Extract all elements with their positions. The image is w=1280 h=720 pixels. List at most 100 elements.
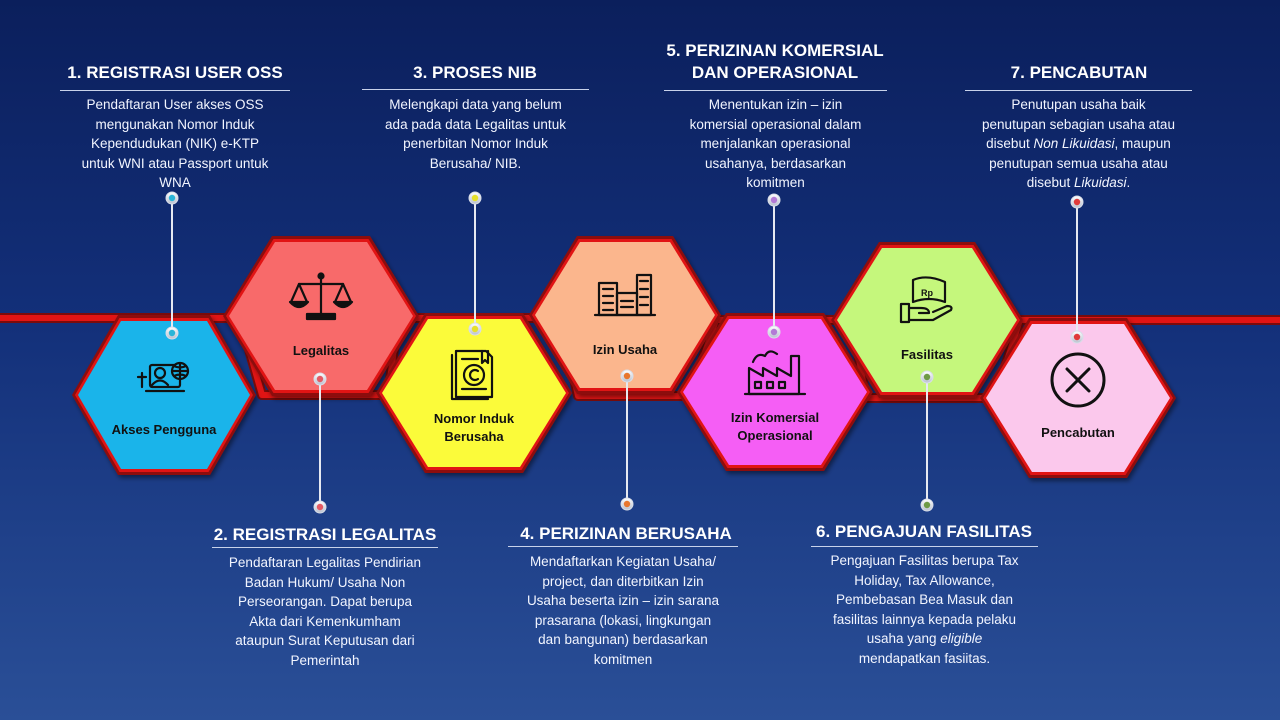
user-computer-globe-icon — [136, 361, 190, 393]
italic-term: Non Likuidasi — [1033, 136, 1115, 151]
heading-underline — [362, 89, 589, 90]
text-segment: ataupun Surat Keputusan dari — [235, 633, 415, 648]
hexagon-label-line: Akses Pengguna — [111, 422, 217, 437]
hexagon-step-6: Rp — [831, 242, 1023, 398]
text-segment: disebut — [1026, 175, 1074, 190]
text-segment: Pendaftaran User akses OSS — [86, 97, 264, 112]
text-segment: penutupan semua usaha atau — [989, 155, 1168, 171]
pin-dot — [923, 501, 931, 509]
text-segment: komitmen — [746, 175, 805, 190]
text-segment: Pemerintah — [290, 652, 360, 668]
text-segment: Usaha beserta izin – izin sarana — [526, 593, 720, 608]
hexagon-step-4 — [529, 236, 721, 394]
step-4-description: Mendaftarkan Kegiatan Usaha/project, dan… — [498, 552, 748, 669]
heading-line: DAN OPERASIONAL — [691, 63, 859, 82]
pin-dot — [316, 503, 324, 511]
text-segment: usahanya, berdasarkan — [704, 155, 847, 171]
step-6-heading: 6. PENGAJUAN FASILITAS — [808, 521, 1040, 543]
description-line: Usaha beserta izin – izin sarana — [498, 591, 748, 611]
hexagon-fill — [78, 321, 250, 469]
step-7-heading: 7. PENCABUTAN — [965, 62, 1193, 84]
hexagon-row: Rp — [72, 236, 1176, 478]
text-segment: Perseorangan. Dapat berupa — [237, 594, 413, 609]
description-line: Perseorangan. Dapat berupa — [202, 592, 448, 612]
text-segment: mendapatkan fasiitas. — [858, 650, 991, 666]
description-line: menjalankan operasional — [654, 134, 897, 154]
description-line: Menentukan izin – izin — [654, 95, 897, 115]
description-line: disebut Non Likuidasi, maupun — [955, 134, 1202, 154]
connector-step-4 — [620, 369, 634, 511]
heading-line: 4. PERIZINAN BERUSAHA — [520, 524, 732, 543]
step-4-heading: 4. PERIZINAN BERUSAHA — [508, 523, 744, 545]
text-segment: Holiday, Tax Allowance, — [854, 572, 995, 588]
text-segment: untuk WNI atau Passport untuk — [81, 155, 269, 171]
description-line: penerbitan Nomor Induk — [352, 134, 599, 154]
text-segment: Badan Hukum/ Usaha Non — [244, 574, 406, 590]
text-segment: Pendaftaran Legalitas Pendirian — [228, 555, 422, 570]
heading-line: 7. PENCABUTAN — [1010, 63, 1148, 82]
description-line: mendapatkan fasiitas. — [801, 649, 1048, 669]
description-line: komersial operasional dalam — [654, 115, 897, 135]
text-segment: komitmen — [593, 651, 653, 667]
text-segment: penerbitan Nomor Induk — [403, 136, 548, 151]
text-segment: , maupun — [1114, 136, 1171, 151]
pin-dot — [1073, 198, 1081, 206]
description-line: ada pada data Legalitas untuk — [352, 115, 599, 135]
hexagon-label-line: Operasional — [737, 428, 813, 443]
step-1-description: Pendaftaran User akses OSS mengunakan Nom… — [50, 95, 300, 193]
description-line: usahanya, berdasarkan — [654, 154, 897, 174]
text-segment: mengunakan Nomor Induk — [95, 116, 255, 132]
hexagon-label-line: Fasilitas — [900, 347, 954, 362]
text-segment: WNA — [159, 175, 191, 190]
step-2-heading: 2. REGISTRASI LEGALITAS — [210, 524, 440, 546]
hexagon-label-2: Legalitas — [251, 342, 391, 360]
description-line: usaha yang eligible — [801, 629, 1048, 649]
description-line: Pendaftaran User akses OSS — [50, 95, 300, 115]
text-segment: project, dan diterbitkan Izin — [542, 573, 704, 589]
hexagon-label-line: Izin Komersial — [730, 410, 820, 425]
text-segment: Akta dari Kemenkumham — [249, 613, 401, 629]
circle-x-icon — [1050, 352, 1106, 408]
hexagon-label-line: Legalitas — [292, 343, 350, 358]
heading-underline — [965, 90, 1192, 91]
text-segment: menjalankan operasional — [700, 136, 851, 151]
italic-term: Likuidasi — [1074, 175, 1127, 190]
factory-icon — [743, 350, 807, 396]
hexagon-label-line: Pencabutan — [1041, 425, 1115, 440]
description-line: komitmen — [654, 173, 897, 193]
hexagon-label-line: Berusaha — [444, 429, 504, 444]
description-line: Berusaha/ NIB. — [352, 154, 599, 174]
pin-dot — [471, 325, 479, 333]
connector-step-6 — [920, 370, 934, 512]
heading-line: 3. PROSES NIB — [413, 63, 537, 82]
hexagon-label-line: Izin Usaha — [592, 342, 658, 357]
connector-step-5 — [767, 193, 781, 339]
description-line: penutupan sebagian usaha atau — [955, 115, 1202, 135]
pin-dot — [623, 372, 631, 380]
hexagon-label-7: Pencabutan — [1008, 424, 1148, 442]
description-line: WNA — [50, 173, 300, 193]
pin-dot — [1073, 333, 1081, 341]
svg-text:Rp: Rp — [921, 288, 933, 298]
connector-step-7 — [1070, 195, 1084, 344]
italic-term: eligible — [940, 631, 983, 646]
heading-underline — [664, 90, 887, 91]
text-segment: fasilitas lainnya kepada pelaku — [832, 611, 1017, 627]
hexagon-label-4: Izin Usaha — [555, 341, 695, 359]
text-segment: dan bangunan) berdasarkan — [538, 632, 708, 647]
description-line: disebut Likuidasi. — [955, 173, 1202, 193]
description-line: Melengkapi data yang belum — [352, 95, 599, 115]
hand-money-icon: Rp — [899, 276, 953, 324]
text-segment: Pengajuan Fasilitas berupa Tax — [830, 553, 1019, 568]
description-line: Pemerintah — [202, 651, 448, 671]
text-segment: Mendaftarkan Kegiatan Usaha/ — [529, 554, 717, 569]
description-line: Mendaftarkan Kegiatan Usaha/ — [498, 552, 748, 572]
pin-dot — [168, 329, 176, 337]
hexagon-label-1: Akses Pengguna — [94, 421, 234, 439]
pin-dot — [923, 373, 931, 381]
